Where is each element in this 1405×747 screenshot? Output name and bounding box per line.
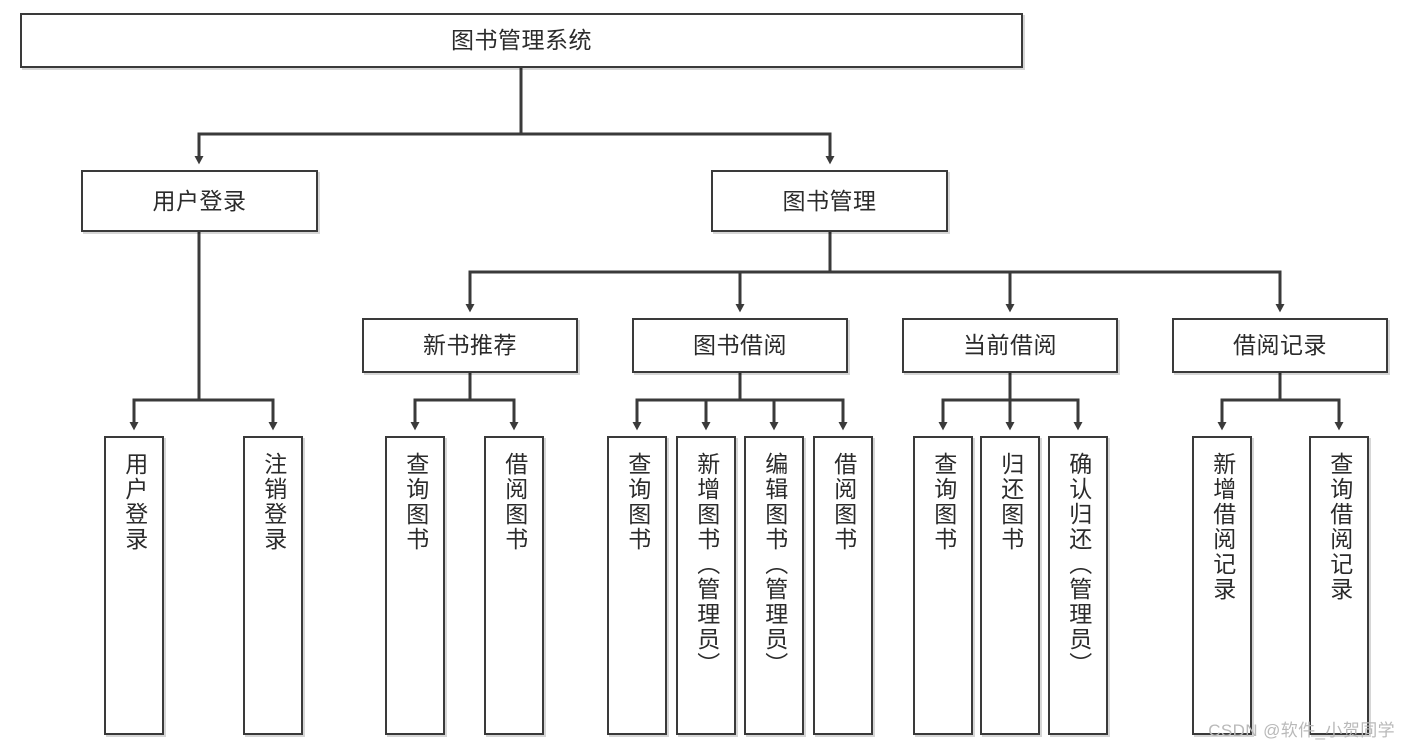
node-leaf-add-book[interactable]: 新增图书（管理员） <box>676 436 736 735</box>
node-new-book-recommend[interactable]: 新书推荐 <box>362 318 578 373</box>
node-book-manage[interactable]: 图书管理 <box>711 170 948 232</box>
csdn-watermark: CSDN @软件_小贺同学 <box>1208 721 1395 740</box>
node-current-borrow-label: 当前借阅 <box>963 332 1057 359</box>
node-leaf-logout-login[interactable]: 注销登录 <box>243 436 303 735</box>
node-leaf-logout-login-label: 注销登录 <box>260 452 287 552</box>
node-leaf-edit-book[interactable]: 编辑图书（管理员） <box>744 436 804 735</box>
node-leaf-edit-book-label: 编辑图书（管理员） <box>761 452 788 677</box>
node-leaf-query-book-3-label: 查询图书 <box>930 452 957 552</box>
node-leaf-query-book-3[interactable]: 查询图书 <box>913 436 973 735</box>
node-leaf-query-book-1[interactable]: 查询图书 <box>385 436 445 735</box>
node-leaf-query-record[interactable]: 查询借阅记录 <box>1309 436 1369 735</box>
node-leaf-borrow-book-1[interactable]: 借阅图书 <box>484 436 544 735</box>
node-leaf-borrow-book-2[interactable]: 借阅图书 <box>813 436 873 735</box>
node-root[interactable]: 图书管理系统 <box>20 13 1023 68</box>
node-leaf-return-book-label: 归还图书 <box>997 452 1024 552</box>
node-root-label: 图书管理系统 <box>451 27 592 54</box>
node-borrow-record-label: 借阅记录 <box>1233 332 1327 359</box>
node-book-borrow-label: 图书借阅 <box>693 332 787 359</box>
node-leaf-query-book-2-label: 查询图书 <box>624 452 651 552</box>
node-borrow-record[interactable]: 借阅记录 <box>1172 318 1388 373</box>
node-leaf-confirm-return[interactable]: 确认归还（管理员） <box>1048 436 1108 735</box>
node-leaf-add-book-label: 新增图书（管理员） <box>693 452 720 677</box>
node-current-borrow[interactable]: 当前借阅 <box>902 318 1118 373</box>
node-leaf-user-login-label: 用户登录 <box>121 452 148 552</box>
node-leaf-borrow-book-2-label: 借阅图书 <box>830 452 857 552</box>
node-leaf-query-book-2[interactable]: 查询图书 <box>607 436 667 735</box>
node-user-login[interactable]: 用户登录 <box>81 170 318 232</box>
node-book-manage-label: 图书管理 <box>782 187 877 214</box>
node-leaf-return-book[interactable]: 归还图书 <box>980 436 1040 735</box>
node-leaf-user-login[interactable]: 用户登录 <box>104 436 164 735</box>
node-leaf-query-book-1-label: 查询图书 <box>402 452 429 552</box>
node-leaf-add-record-label: 新增借阅记录 <box>1209 452 1236 602</box>
node-leaf-query-record-label: 查询借阅记录 <box>1326 452 1353 602</box>
node-user-login-label: 用户登录 <box>152 187 247 214</box>
node-book-borrow[interactable]: 图书借阅 <box>632 318 848 373</box>
node-leaf-borrow-book-1-label: 借阅图书 <box>501 452 528 552</box>
node-leaf-confirm-return-label: 确认归还（管理员） <box>1065 452 1092 677</box>
node-new-book-recommend-label: 新书推荐 <box>423 332 517 359</box>
node-leaf-add-record[interactable]: 新增借阅记录 <box>1192 436 1252 735</box>
